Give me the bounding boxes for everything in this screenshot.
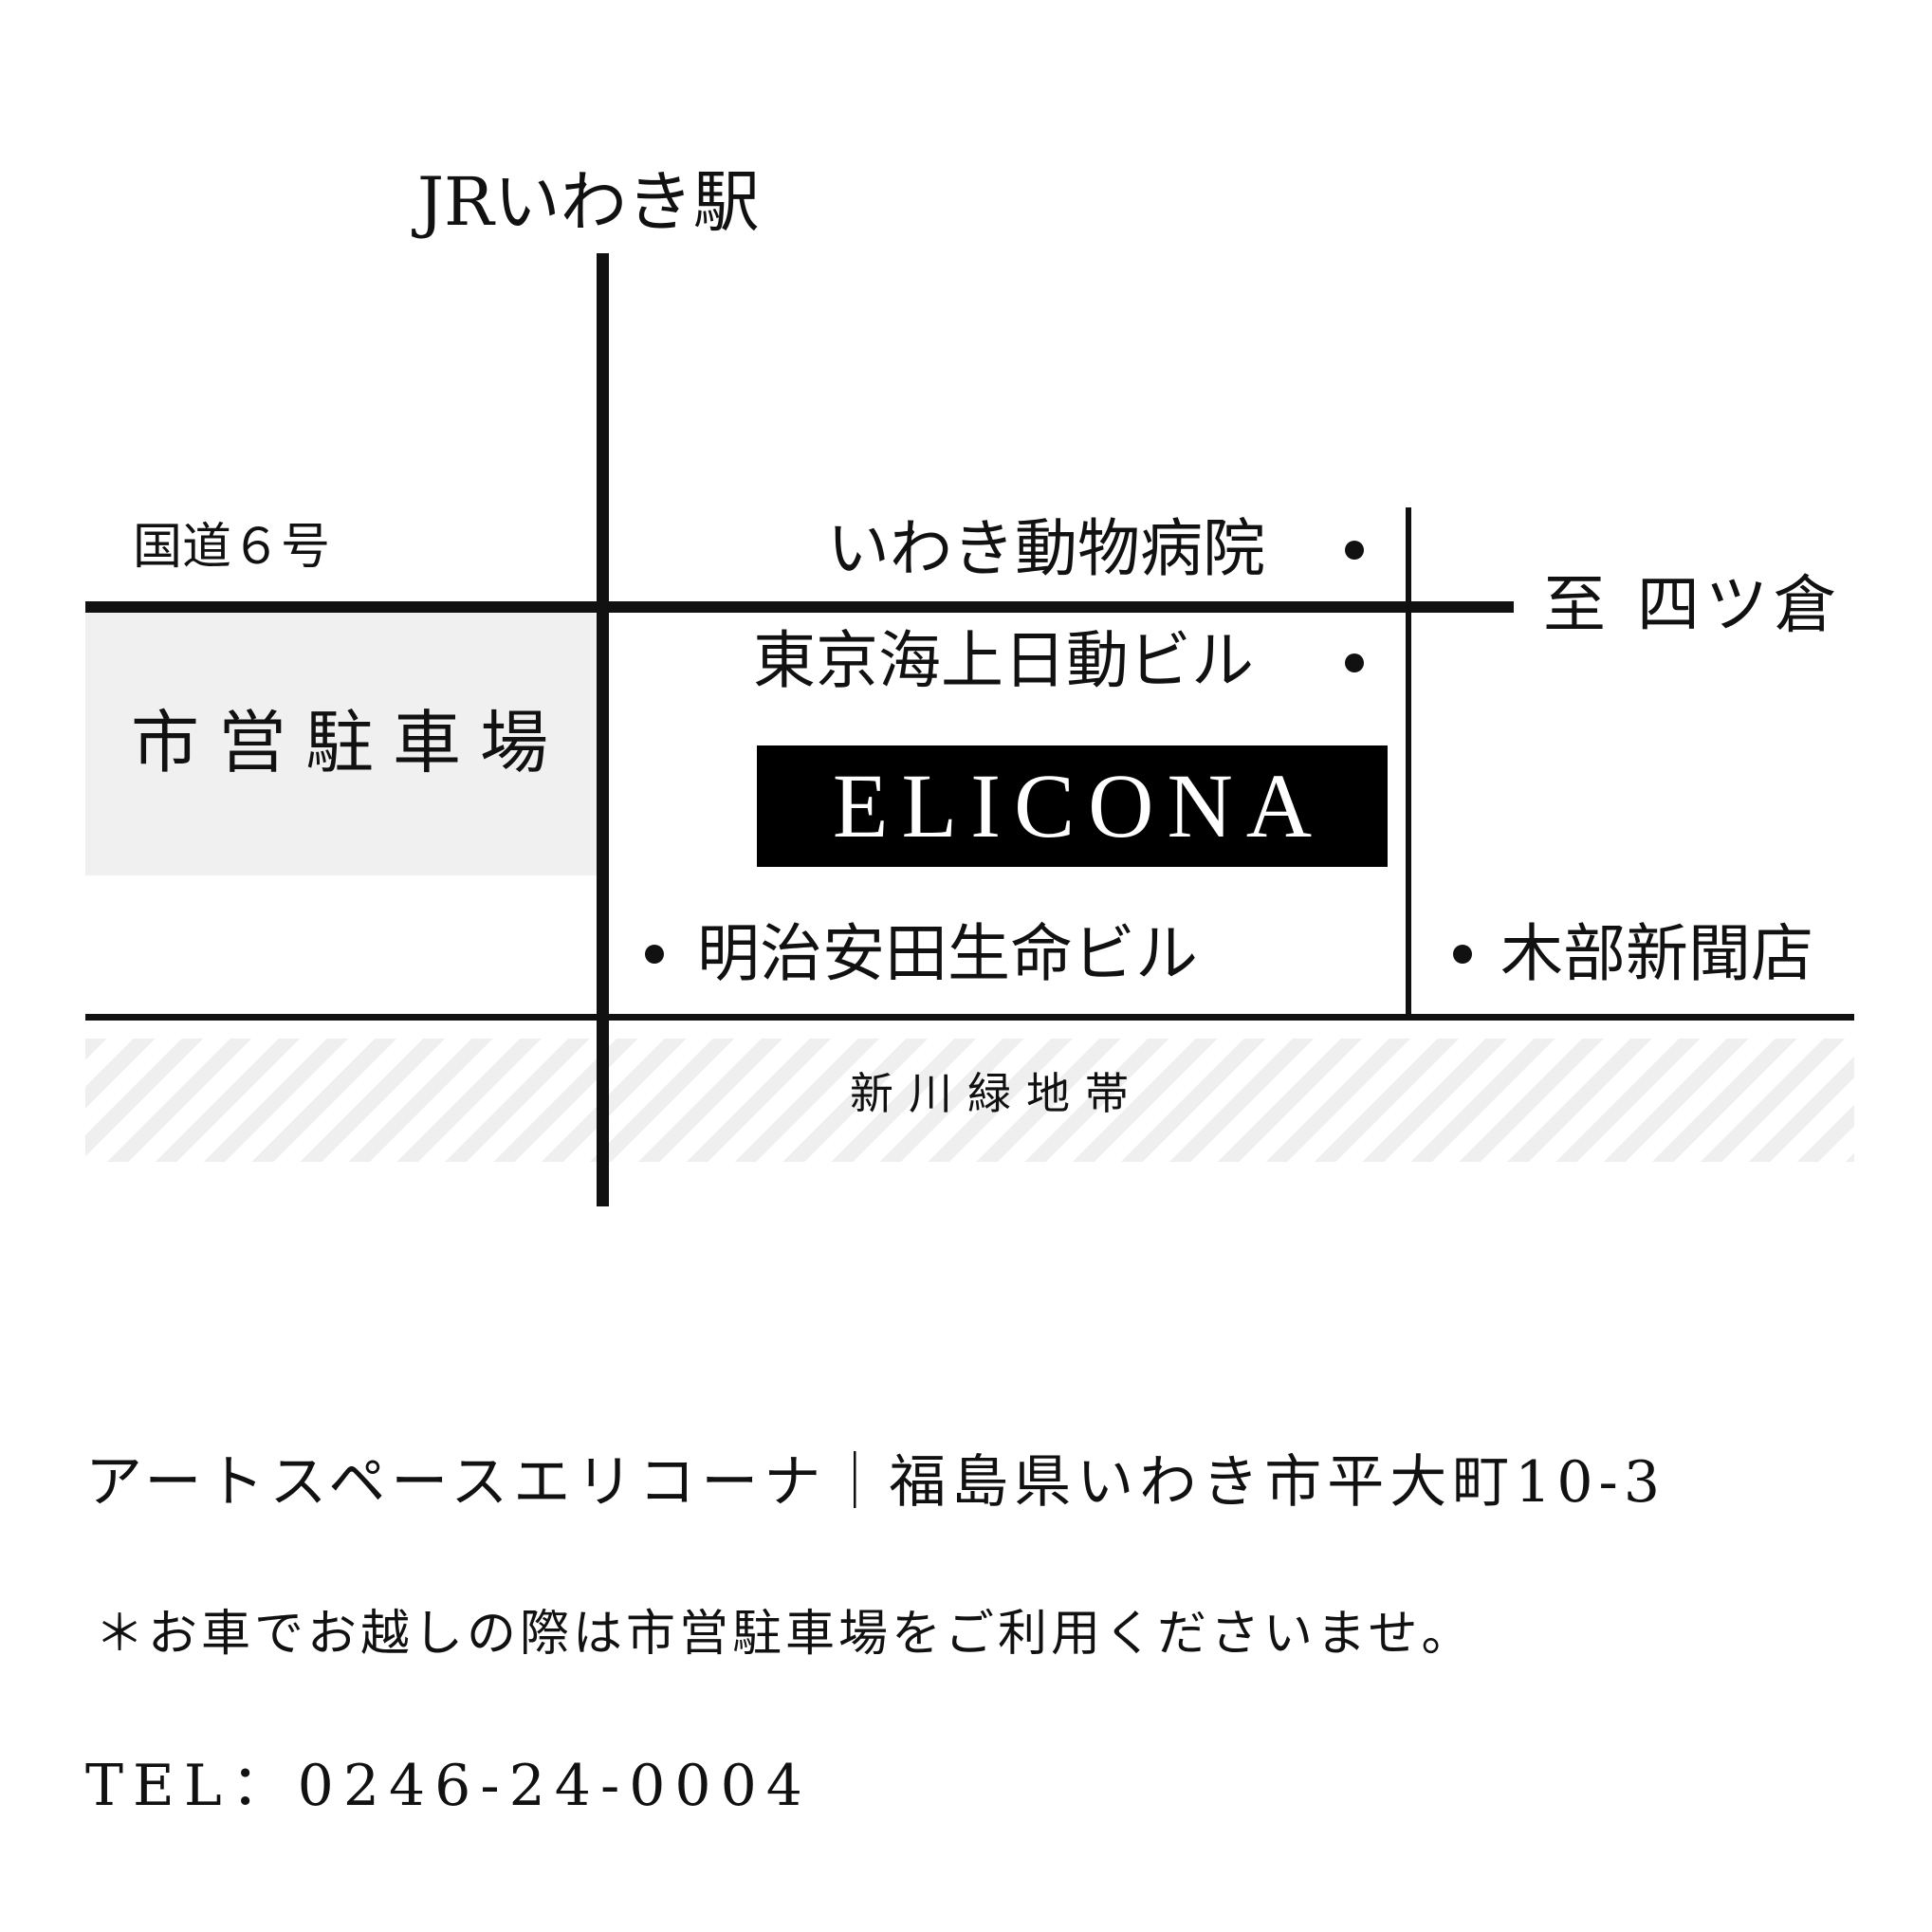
landmark-dot-animal-hospital — [1345, 541, 1364, 560]
station-label: JRいわき駅 — [417, 163, 760, 241]
direction-label: 至 四ツ倉 — [1543, 568, 1842, 641]
parking-area — [85, 610, 602, 875]
route-label: 国道６号 — [133, 519, 331, 576]
landmark-animal-hospital: いわき動物病院 — [827, 512, 1265, 585]
greenbelt-area — [85, 1039, 1854, 1162]
landmark-dot-meiji-yasuda — [645, 945, 664, 964]
landmark-dot-kibe-news — [1453, 945, 1472, 964]
south-road — [85, 1014, 1854, 1021]
landmark-tokio-marine: 東京海上日動ビル — [753, 624, 1254, 697]
east-road-vertical — [1406, 507, 1411, 1017]
station-road-vertical — [597, 253, 609, 1206]
landmark-meiji-yasuda: 明治安田生命ビル — [697, 917, 1198, 990]
greenbelt-label: 新川緑地帯 — [850, 1068, 1144, 1119]
route-6-road — [85, 601, 1514, 613]
destination-marker: ELICONA — [757, 745, 1388, 867]
parking-note: ＊お車でお越しの際は市営駐車場をご利用くださいませ。 — [95, 1606, 1475, 1663]
parking-label: 市営駐車場 — [131, 703, 568, 782]
tel-text: TEL：0246-24-0004 — [85, 1753, 812, 1819]
landmark-kibe-news: 木部新聞店 — [1500, 917, 1813, 990]
destination-label: ELICONA — [832, 755, 1326, 856]
address-text: アートスペースエリコーナ｜福島県いわき市平大町10-3 — [85, 1449, 1665, 1516]
landmark-dot-tokio-marine — [1345, 653, 1364, 672]
